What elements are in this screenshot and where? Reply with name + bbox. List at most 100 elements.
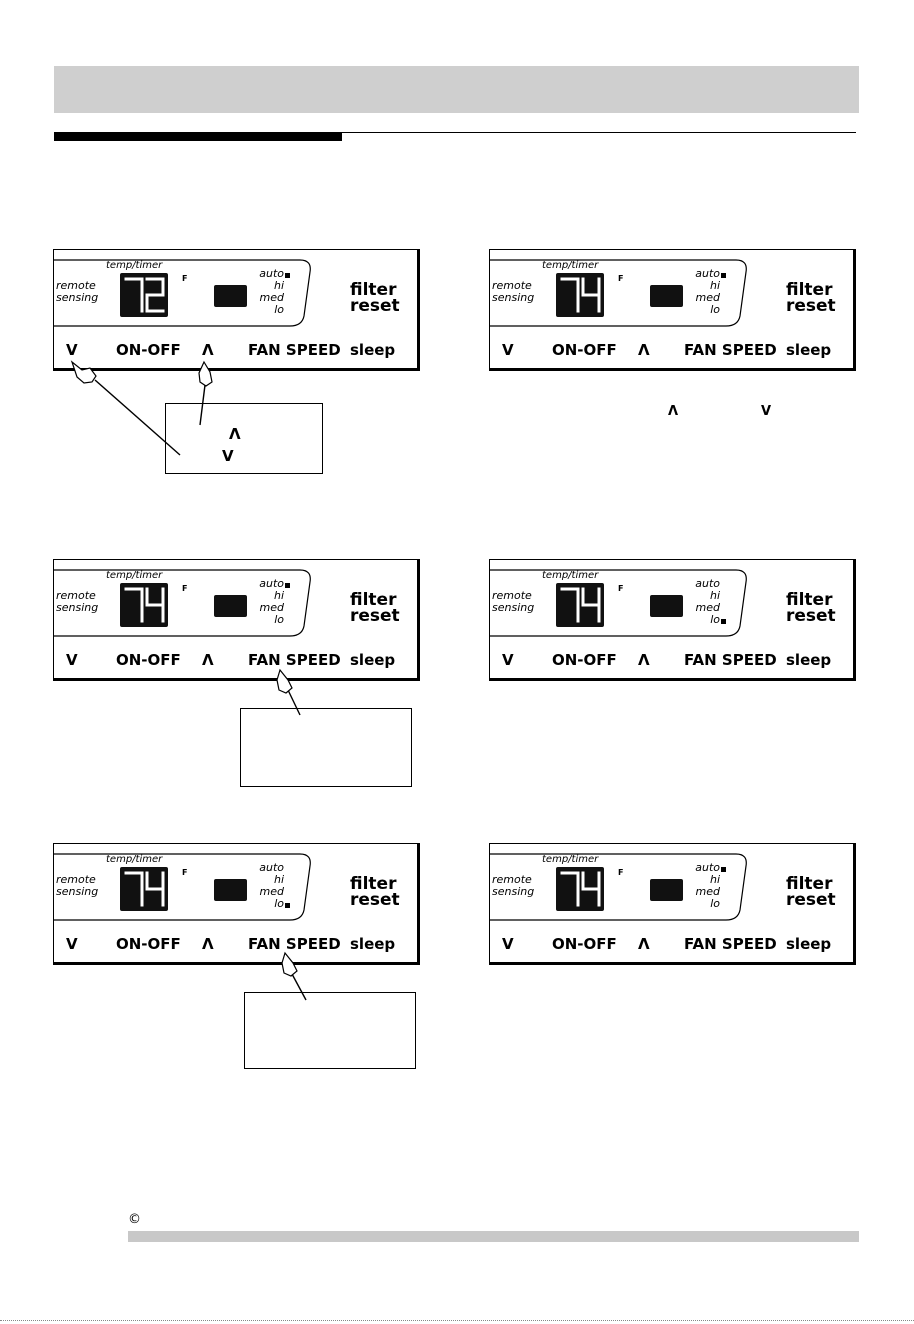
speed-med: med (259, 291, 284, 304)
temp-down-button[interactable]: V (502, 651, 514, 669)
temp-up-button[interactable]: Λ (202, 935, 214, 953)
speed-hi: hi (273, 873, 284, 886)
fan-speed-button[interactable]: FAN SPEED (684, 651, 777, 669)
section-rule-thin (342, 132, 856, 133)
sleep-button[interactable]: sleep (786, 651, 832, 669)
timer-display (650, 879, 683, 901)
temp-timer-label: temp/timer (542, 570, 599, 581)
sleep-button[interactable]: sleep (350, 935, 396, 953)
timer-display (214, 879, 247, 901)
temp-down-button[interactable]: V (66, 651, 78, 669)
temperature-display (556, 273, 604, 317)
temp-timer-label: temp/timer (542, 260, 599, 271)
display-bay-outline (54, 853, 311, 921)
temperature-digits (560, 587, 601, 623)
temperature-digits (124, 587, 165, 623)
on-off-button[interactable]: ON-OFF (552, 935, 617, 953)
temp-timer-label: temp/timer (106, 570, 163, 581)
timer-display (650, 595, 683, 617)
sleep-button[interactable]: sleep (786, 935, 832, 953)
speed-lo: lo (710, 897, 720, 910)
temperature-digits (560, 277, 601, 313)
fan-speed-indicator (721, 619, 726, 624)
temp-up-button[interactable]: Λ (202, 341, 214, 359)
fahrenheit-label: F (182, 868, 188, 877)
temperature-digits (124, 277, 165, 313)
fan-speed-indicator (721, 273, 726, 278)
timer-display (214, 285, 247, 307)
temp-up-button[interactable]: Λ (638, 935, 650, 953)
fan-speed-levels: auto hi med lo (686, 862, 720, 910)
display-bay-outline (490, 569, 747, 637)
on-off-button[interactable]: ON-OFF (116, 935, 181, 953)
temp-up-button[interactable]: Λ (638, 341, 650, 359)
speed-auto: auto (259, 861, 284, 874)
speed-auto: auto (695, 861, 720, 874)
on-off-button[interactable]: ON-OFF (552, 341, 617, 359)
temp-down-button[interactable]: V (502, 341, 514, 359)
speed-auto: auto (259, 577, 284, 590)
sleep-button[interactable]: sleep (350, 651, 396, 669)
fan-speed-button[interactable]: FAN SPEED (248, 935, 341, 953)
fahrenheit-label: F (618, 274, 624, 283)
fan-speed-indicator (721, 867, 726, 872)
fan-speed-button[interactable]: FAN SPEED (684, 935, 777, 953)
header-bar (54, 66, 859, 113)
speed-hi: hi (709, 279, 720, 292)
fan-speed-levels: auto hi med lo (686, 268, 720, 316)
speed-hi: hi (709, 873, 720, 886)
temp-up-button[interactable]: Λ (638, 651, 650, 669)
temp-timer-label: temp/timer (106, 854, 163, 865)
on-off-button[interactable]: ON-OFF (116, 651, 181, 669)
temp-down-button[interactable]: V (502, 935, 514, 953)
fan-speed-indicator (285, 903, 290, 908)
fahrenheit-label: F (618, 584, 624, 593)
speed-med: med (695, 291, 720, 304)
temp-timer-label: temp/timer (542, 854, 599, 865)
fahrenheit-label: F (182, 274, 188, 283)
display-bay-outline (490, 259, 747, 327)
temperature-display (120, 867, 168, 911)
fahrenheit-label: F (182, 584, 188, 593)
fan-speed-button[interactable]: FAN SPEED (248, 651, 341, 669)
fan-speed-levels: auto hi med lo (250, 578, 284, 626)
fan-speed-button[interactable]: FAN SPEED (684, 341, 777, 359)
temp-down-button[interactable]: V (66, 935, 78, 953)
temperature-display (120, 273, 168, 317)
section-rule (54, 132, 342, 141)
copyright-symbol: © (128, 1212, 141, 1227)
sleep-button[interactable]: sleep (786, 341, 832, 359)
on-off-button[interactable]: ON-OFF (552, 651, 617, 669)
callout-up-arrow: Λ (229, 425, 241, 443)
temp-down-button[interactable]: V (66, 341, 78, 359)
temperature-display (556, 583, 604, 627)
hint-up-arrow: Λ (668, 404, 679, 419)
temp-up-button[interactable]: Λ (202, 651, 214, 669)
callout-fan-speed-2 (244, 992, 416, 1069)
sleep-button[interactable]: sleep (350, 341, 396, 359)
speed-med: med (695, 885, 720, 898)
fan-speed-indicator (285, 583, 290, 588)
fan-speed-button[interactable]: FAN SPEED (248, 341, 341, 359)
temperature-display (556, 867, 604, 911)
timer-display (650, 285, 683, 307)
speed-med: med (259, 885, 284, 898)
on-off-button[interactable]: ON-OFF (116, 341, 181, 359)
fan-speed-levels: auto hi med lo (250, 862, 284, 910)
speed-lo: lo (710, 303, 720, 316)
